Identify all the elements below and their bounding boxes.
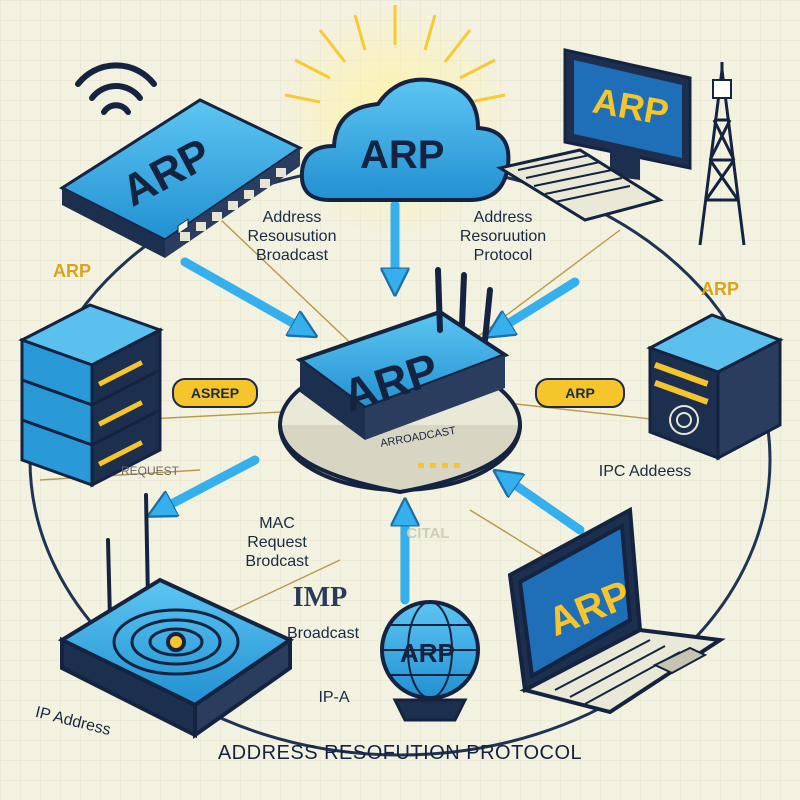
storage-server [646,313,784,461]
label-faded-cital: CITAL [406,525,450,542]
label-line: Request [247,534,307,551]
badge-asrep: ASREP [172,378,258,408]
page-title: ADDRESS RESOFUTION PROTOCOL [217,742,583,764]
label-address-broadcast: Address Resousution Broadcast [232,208,352,265]
label-line: Address [262,209,322,226]
label-mac-request: MAC Request Brodcast [222,514,332,571]
laptop [507,506,726,715]
server-stack [18,303,164,488]
network-link-lines [39,199,661,641]
globe-icon [380,600,480,722]
wifi-router [57,493,295,739]
label-line: Brodcast [245,553,309,570]
label-ip-a: IP-A [318,689,350,706]
label-imp-broadcast: Broadcast [286,625,360,642]
central-router [278,267,522,495]
label-line: MAC [259,515,295,532]
label-imp: IMP [292,582,348,613]
wifi-signal-icon [75,62,157,115]
label-address-protocol: Address Resoruution Protocol [428,208,578,265]
label-ipc-address: IPC Addeess [598,463,692,480]
label-arp-left: ARP [52,261,91,281]
label-line: Resousution [247,228,337,245]
network-switch [58,98,303,258]
label-line: Protocol [473,247,533,264]
globe-arp-text: ARP [400,638,455,668]
label-faded-request: REQUEST [120,464,179,478]
cell-tower-icon [698,62,746,246]
desktop-computer [496,48,692,222]
label-line: Address [473,209,533,226]
label-arp-right: ARP [700,279,739,299]
badge-arp: ARP [535,378,625,408]
arp-arrows [160,200,585,605]
label-line: Resoruution [459,228,547,245]
cloud-arp-text: ARP [360,133,444,177]
cloud-icon [299,77,511,202]
label-line: Broadcast [255,247,329,264]
